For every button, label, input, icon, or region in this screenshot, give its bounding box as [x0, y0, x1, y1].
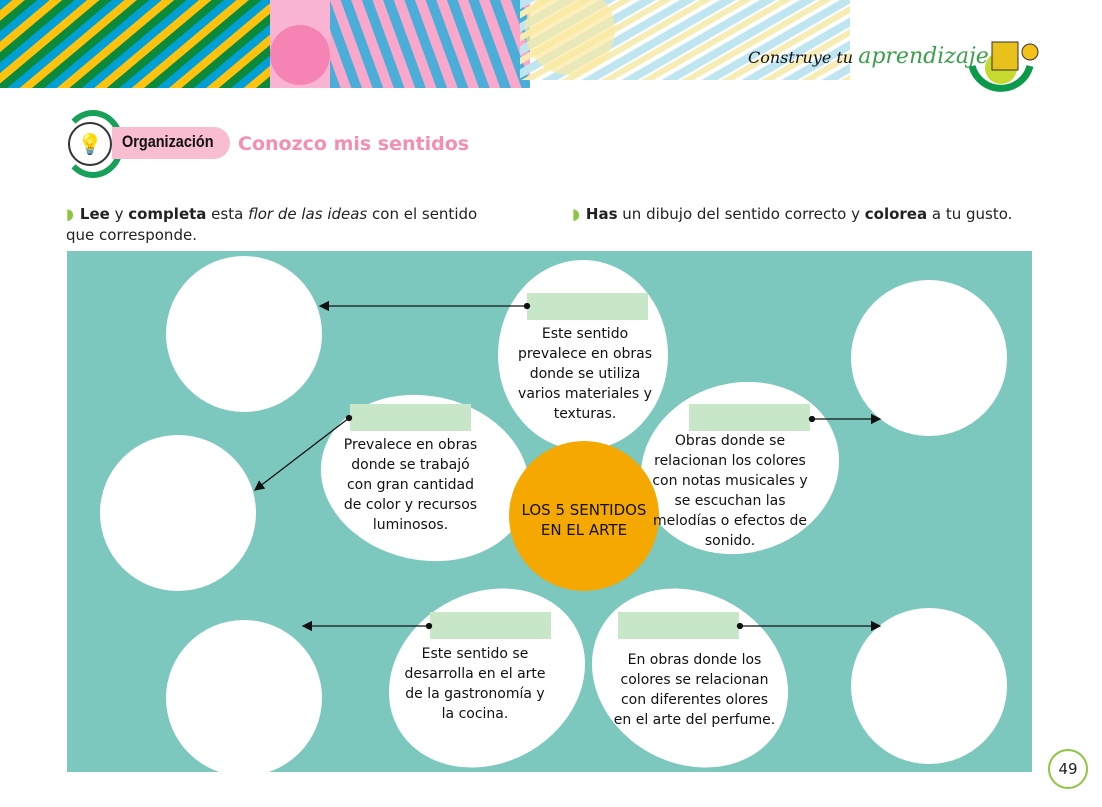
drawing-circle[interactable]: [851, 608, 1007, 764]
petal-text-taste: Este sentido se desarrolla en el arte de…: [404, 646, 546, 722]
answer-box: [527, 293, 648, 320]
petal-text-sight: Prevalece en obras donde se trabajó con …: [343, 437, 478, 533]
petal-text-smell: En obras donde los colores se relacionan…: [613, 652, 776, 728]
drawing-circle[interactable]: [166, 620, 322, 776]
key-icon: [968, 41, 1039, 92]
answer-box: [430, 612, 551, 639]
instruction-left: ◗Lee y completa esta flor de las ideas c…: [66, 205, 478, 244]
petal: [320, 394, 530, 562]
arrow: [253, 417, 350, 491]
answer-box: [618, 612, 739, 639]
section-badge: Organización: [112, 127, 230, 159]
drawing-circle[interactable]: [851, 280, 1007, 436]
flower-center-label: LOS 5 SENTIDOS EN EL ARTE: [521, 501, 647, 539]
page-number: 49: [1048, 749, 1088, 789]
answer-box: [350, 404, 471, 431]
flower-center: [509, 441, 659, 591]
lightbulb-icon: 💡: [68, 122, 112, 166]
decorative-banner: [0, 0, 1102, 88]
drawing-circle[interactable]: [100, 435, 256, 591]
answer-box: [689, 404, 810, 431]
drawing-circle[interactable]: [166, 256, 322, 412]
petal-text-hearing: Obras donde se relacionan los colores co…: [652, 433, 808, 549]
petal-text-touch: Este sentido prevalece en obras donde se…: [517, 326, 653, 422]
section-title: Conozco mis sentidos: [238, 133, 470, 155]
brand-logo: Construye tu aprendizaje: [748, 44, 989, 69]
instruction-right: ◗Has un dibujo del sentido correcto y co…: [572, 205, 1013, 223]
